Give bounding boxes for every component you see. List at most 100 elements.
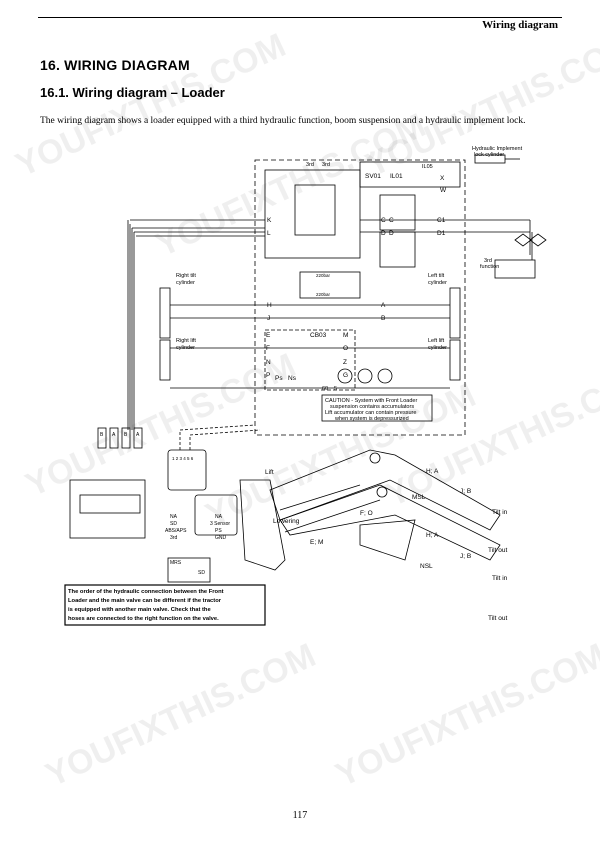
label-right-lift: Right lift — [176, 338, 196, 344]
label-h-a-2: H; A — [426, 532, 439, 539]
right-tilt-cylinder — [159, 287, 171, 339]
label-tilt-in-2: Tilt in — [492, 575, 508, 582]
bucket — [359, 519, 416, 561]
watermark: YOUFIXTHIS.COM — [40, 636, 322, 795]
label-c1: C — [381, 217, 386, 224]
label-h-a: H; A — [426, 468, 439, 475]
label-sv01: SV01 — [365, 173, 381, 180]
connector-pinout — [194, 494, 238, 536]
running-header: Wiring diagram — [482, 19, 558, 31]
wiring-diagram: Hydraulic Implement lock cylinder 3rd 3r… — [64, 146, 547, 626]
pin-3rd: 3rd — [170, 535, 177, 541]
label-left-tilt: Left tilt — [428, 273, 445, 279]
lock-valve-lower — [379, 231, 416, 268]
section-title: 16. WIRING DIAGRAM — [40, 57, 190, 73]
label-right-lift-cyl: cylinder — [176, 345, 195, 351]
loader-mount — [239, 479, 286, 571]
label-j-b-2: J; B — [460, 553, 471, 560]
label-f: F — [266, 345, 270, 352]
watermark: YOUFIXTHIS.COM — [330, 636, 600, 795]
hose-label-1: B — [100, 432, 104, 438]
label-h: H — [267, 302, 272, 309]
label-ns: Ns — [288, 375, 297, 382]
hose-label-2: A — [112, 432, 116, 438]
label-c-1: C1 — [437, 217, 446, 224]
label-j: J — [267, 315, 270, 322]
label-s60: 60 — [322, 386, 328, 392]
left-lift-cylinder — [449, 339, 461, 381]
caution-line-1: CAUTION - System with Front Loader — [325, 398, 417, 404]
valve-block-upper — [264, 169, 361, 259]
label-impl-lock: Hydraulic Implement — [472, 146, 523, 152]
label-il05: IL05 — [422, 164, 433, 170]
caution-line-2: suspension contains accumulators — [330, 404, 414, 410]
label-nsl: NSL — [420, 563, 433, 570]
label-cb03: CB03 — [310, 332, 327, 339]
note-box — [64, 584, 266, 626]
pin-abs: ABS/APS — [165, 528, 187, 534]
label-k: K — [267, 217, 272, 224]
label-d-1: D1 — [437, 230, 446, 237]
label-right-tilt-cyl: cylinder — [176, 280, 195, 286]
label-right-tilt: Right tilt — [176, 273, 196, 279]
third-function-block — [494, 259, 536, 279]
label-lift: Lift — [265, 469, 274, 476]
electrical-plug — [167, 449, 207, 491]
hose-label-3: B — [124, 432, 128, 438]
label-n: N — [266, 359, 271, 366]
label-x: X — [440, 175, 445, 182]
label-c2: C — [389, 217, 394, 224]
label-w: W — [440, 187, 447, 194]
tractor-main-valve — [69, 479, 146, 539]
label-f-o: F; O — [360, 510, 373, 517]
electric-frame — [254, 159, 466, 436]
label-z: Z — [343, 359, 347, 366]
label-220a: 220bar — [316, 273, 331, 278]
caution-box — [321, 394, 433, 422]
note-line-1: The order of the hydraulic connection be… — [68, 589, 224, 595]
label-3rd-b: 3rd — [322, 162, 330, 168]
label-m: M — [343, 332, 348, 339]
label-d2: D — [389, 230, 394, 237]
caution-line-3: Lift accumulator can contain pressure — [325, 410, 416, 416]
label-left-lift-cyl: cylinder — [428, 345, 447, 351]
pin-sensor: 3 Sensor — [210, 521, 230, 527]
label-impl-lock-2: lock cylinder — [474, 152, 504, 158]
label-msl: MSL — [412, 494, 426, 501]
right-lift-cylinder — [159, 339, 171, 381]
pin-na: NA — [170, 514, 178, 520]
label-tilt-out-2: Tilt out — [488, 615, 507, 622]
label-b: B — [381, 315, 385, 322]
page-number: 117 — [292, 810, 308, 821]
lock-valve-upper — [379, 194, 416, 231]
pin-sd: SD — [170, 521, 177, 527]
label-3rd: 3rd — [306, 162, 314, 168]
label-lowering: Lowering — [273, 518, 300, 525]
label-220b: 220bar — [316, 292, 331, 297]
note-line-4: hoses are connected to the right functio… — [68, 616, 219, 622]
label-s5: 5 — [334, 386, 337, 392]
label-sd2: SD — [198, 570, 205, 576]
label-tilt-in: Tilt in — [492, 509, 508, 516]
mrs-switch — [167, 557, 211, 583]
label-l: L — [267, 230, 271, 237]
label-left-lift: Left lift — [428, 338, 445, 344]
label-il01: IL01 — [390, 173, 403, 180]
label-3rd-func: 3rd — [484, 258, 492, 264]
pin-ps: PS — [215, 528, 222, 534]
cb03-block — [264, 329, 356, 391]
label-d1: D — [381, 230, 386, 237]
header-rule — [38, 17, 562, 18]
left-tilt-cylinder — [449, 287, 461, 339]
relief-valve-block — [299, 271, 361, 299]
label-o: O — [343, 345, 348, 352]
caution-line-4: when system is depressurized — [334, 416, 409, 422]
label-mrs: MRS — [170, 560, 182, 566]
label-e-m: E; M — [310, 539, 323, 546]
label-a: A — [381, 302, 386, 309]
pin-na-2: NA — [215, 514, 223, 520]
sv01-frame — [359, 161, 461, 188]
label-e: E — [266, 332, 271, 339]
pin-gnd: GND — [215, 535, 227, 541]
label-ps: Ps — [275, 375, 283, 382]
